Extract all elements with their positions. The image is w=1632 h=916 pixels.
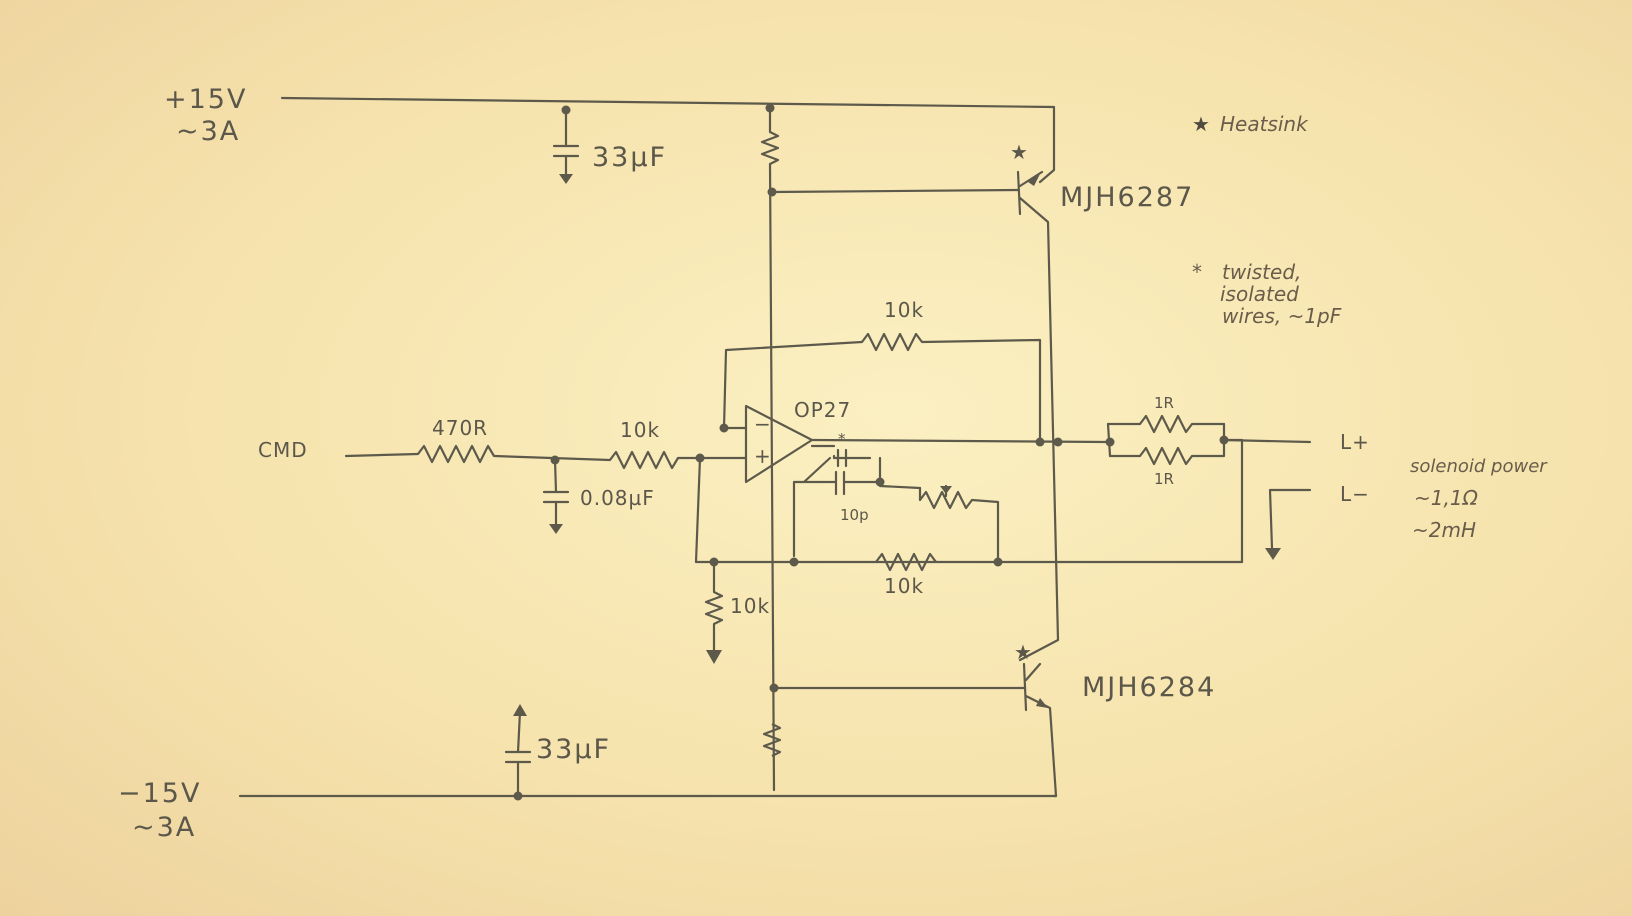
heatsink-note-star: ★: [1192, 112, 1211, 136]
l-minus-ground-arrow: [1265, 548, 1281, 560]
opamp-name: OP27: [794, 398, 852, 422]
opamp-output-wire: [810, 438, 1110, 444]
feedback-top-resistor-label: 10k: [884, 298, 925, 322]
solenoid-note-line1: solenoid power: [1410, 456, 1547, 477]
opamp-body: [744, 404, 814, 484]
upper-transistor-arrow: [1028, 174, 1040, 186]
lower-bias-resistor: [762, 723, 782, 757]
output-l-plus: L+: [1340, 430, 1370, 454]
neg-supply-current: ~3A: [132, 812, 197, 843]
heatsink-note: Heatsink: [1220, 112, 1308, 136]
ground-resistor-label: 10k: [730, 594, 771, 618]
shunt-bottom-lead-2: [1190, 422, 1226, 458]
filter-cap-label: 0.08µF: [580, 486, 655, 510]
filter-cap-symbol: [542, 458, 570, 526]
shunt-resistor-2: [1139, 446, 1193, 466]
junction-dots: [513, 103, 1229, 801]
input-resistor-label: 470R: [432, 416, 489, 440]
upper-transistor-label: MJH6287: [1060, 182, 1195, 213]
input-wire: [344, 452, 420, 458]
comp-cap-star-mark: *: [838, 430, 846, 448]
lower-transistor-label: MJH6284: [1082, 672, 1217, 703]
feedback-resistor-bottom: [875, 552, 937, 572]
output-l-minus: L−: [1340, 482, 1370, 506]
comp-cap-star: [836, 448, 848, 468]
pos-cap-symbol: [552, 108, 580, 178]
comp-cap-label: 10p: [840, 506, 869, 524]
trim-wiper-arrow: [940, 486, 952, 494]
filter-cap-ground-arrow: [549, 524, 563, 534]
ground-resistor-10k: [704, 591, 724, 650]
feedback-loop-top: [722, 340, 864, 430]
trim-resistor-leads: [918, 484, 1000, 564]
comp-network: [792, 456, 922, 558]
neg-supply-voltage: −15V: [118, 778, 202, 809]
opamp-noninverting-mark: +: [754, 444, 772, 468]
neg-cap-supply-arrow: [513, 704, 527, 716]
neg-supply-cap-label: 33µF: [536, 734, 612, 765]
pos-rail: [280, 96, 1056, 184]
input-resistor-470r: [417, 444, 495, 464]
l-minus-wire: [1268, 488, 1312, 550]
solenoid-note-line2: ~1,1Ω: [1414, 486, 1478, 510]
twisted-note-line2: isolated: [1220, 282, 1299, 306]
neg-cap-symbol: [504, 710, 532, 798]
lower-heatsink-star: ★: [1014, 640, 1033, 664]
upper-bias-resistor: [760, 131, 780, 165]
trim-resistor: [919, 490, 973, 510]
shunt-sense-drop: [1222, 438, 1244, 564]
shunt-r2-label: 1R: [1154, 470, 1174, 488]
pos-supply-voltage: +15V: [164, 84, 248, 115]
opamp-inverting-mark: −: [754, 412, 772, 436]
shunt-resistor-1: [1139, 414, 1193, 434]
lower-transistor-arrow: [1036, 698, 1048, 708]
cmd-input-label: CMD: [258, 438, 308, 462]
feedback-resistor-top: [861, 332, 923, 352]
noninv-bus: [694, 456, 702, 564]
twisted-note-line1: twisted,: [1222, 260, 1302, 284]
pos-supply-current: ~3A: [176, 116, 241, 147]
feedback-loop-top-right: [920, 338, 1042, 444]
upper-base-wire: [770, 188, 1020, 194]
solenoid-note-line3: ~2mH: [1412, 518, 1477, 542]
shunt-r1-label: 1R: [1154, 394, 1174, 412]
twisted-note-mark: *: [1192, 260, 1202, 284]
upper-heatsink-star: ★: [1010, 140, 1029, 164]
lower-transistor-body: [1022, 662, 1058, 798]
upper-transistor-body: [1016, 170, 1060, 662]
input-resistor-10k: [609, 450, 679, 470]
comp-cap-star-wire: [810, 444, 872, 460]
ground-resistor-arrow: [706, 650, 722, 664]
input-resistor2-label: 10k: [620, 418, 661, 442]
bias-bus-vertical: [768, 162, 776, 792]
twisted-note-line3: wires, ~1pF: [1222, 304, 1342, 328]
feedback-bottom-resistor-label: 10k: [884, 574, 925, 598]
pos-cap-ground-arrow: [559, 174, 573, 184]
pos-supply-cap-label: 33µF: [592, 142, 668, 173]
